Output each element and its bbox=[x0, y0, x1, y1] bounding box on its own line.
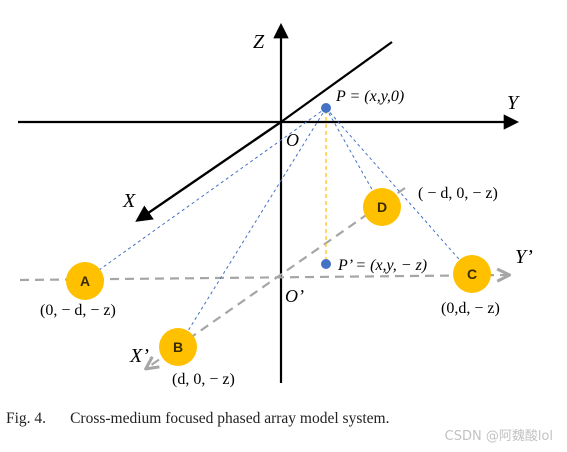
point-p-prime bbox=[321, 259, 331, 269]
origin-prime-label: O’ bbox=[285, 286, 304, 306]
x-prime-axis-label: X’ bbox=[129, 345, 149, 367]
point-p-label: P = (x,y,0) bbox=[335, 88, 404, 105]
node-b bbox=[159, 328, 197, 366]
node-b-coord: (d, 0, − z) bbox=[172, 371, 235, 388]
x-axis-label: X bbox=[122, 190, 136, 212]
ray-p-to-c bbox=[325, 107, 473, 275]
node-a bbox=[66, 262, 104, 300]
figure-caption-text: Cross-medium focused phased array model … bbox=[70, 410, 390, 427]
node-d bbox=[363, 188, 401, 226]
node-c bbox=[453, 255, 491, 293]
node-c-coord: (0,d, − z) bbox=[441, 300, 500, 317]
z-axis-label: Z bbox=[253, 31, 265, 53]
node-c-letter: C bbox=[467, 266, 477, 282]
ray-p-to-b bbox=[177, 107, 327, 348]
point-p bbox=[321, 103, 331, 113]
y-axis-label: Y bbox=[507, 92, 520, 114]
y-prime-axis-label: Y’ bbox=[515, 246, 533, 268]
origin-label: O bbox=[286, 130, 299, 150]
point-p-prime-label: P’ = (x,y, − z) bbox=[337, 257, 427, 274]
x-axis bbox=[135, 121, 282, 222]
figure-caption: Fig. 4. Cross-medium focused phased array… bbox=[6, 410, 389, 428]
node-b-letter: B bbox=[173, 339, 183, 355]
ray-p-to-a bbox=[84, 107, 327, 281]
node-d-letter: D bbox=[377, 199, 387, 215]
figure-number: Fig. 4. bbox=[6, 410, 47, 427]
node-a-letter: A bbox=[80, 273, 90, 289]
ray-p-to-d bbox=[325, 107, 383, 208]
node-a-coord: (0, − d, − z) bbox=[40, 302, 116, 319]
x-axis-extension bbox=[280, 41, 393, 123]
watermark: CSDN @阿魏酸lol bbox=[444, 429, 553, 444]
node-d-coord: ( − d, 0, − z) bbox=[418, 185, 498, 202]
